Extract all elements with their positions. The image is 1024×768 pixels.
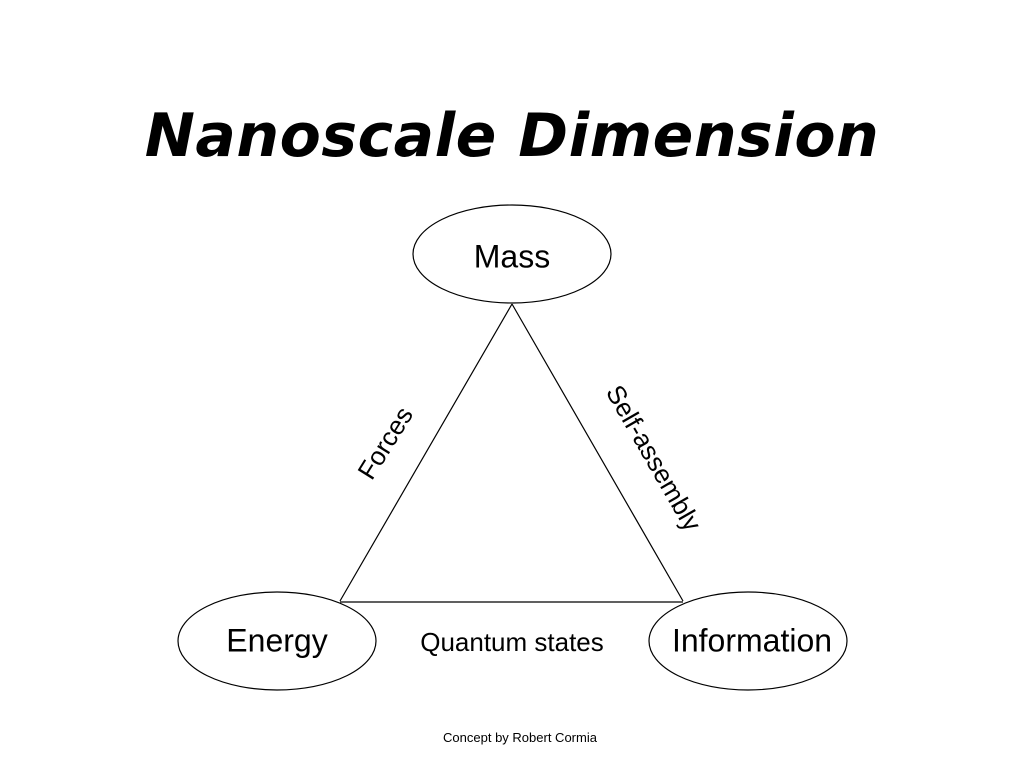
edge-mass-information: [511, 303, 684, 602]
node-energy-ellipse: [177, 591, 377, 691]
node-information-label: Information: [672, 622, 832, 658]
node-energy: Energy: [177, 591, 377, 691]
node-mass-ellipse: [412, 204, 612, 304]
slide-title: Nanoscale Dimension: [144, 101, 880, 171]
node-mass-label: Mass: [474, 238, 550, 274]
edge-label-self-assembly: Self-assembly: [600, 380, 708, 536]
node-information: Information: [648, 591, 848, 691]
edge-label-forces: Forces: [351, 401, 419, 484]
credit-text: Concept by Robert Cormia: [443, 730, 597, 745]
node-information-ellipse: [648, 591, 848, 691]
node-mass: Mass: [412, 204, 612, 304]
edge-mass-energy: [339, 303, 513, 602]
edge-label-quantum-states: Quantum states: [420, 627, 604, 657]
node-energy-label: Energy: [226, 622, 327, 658]
